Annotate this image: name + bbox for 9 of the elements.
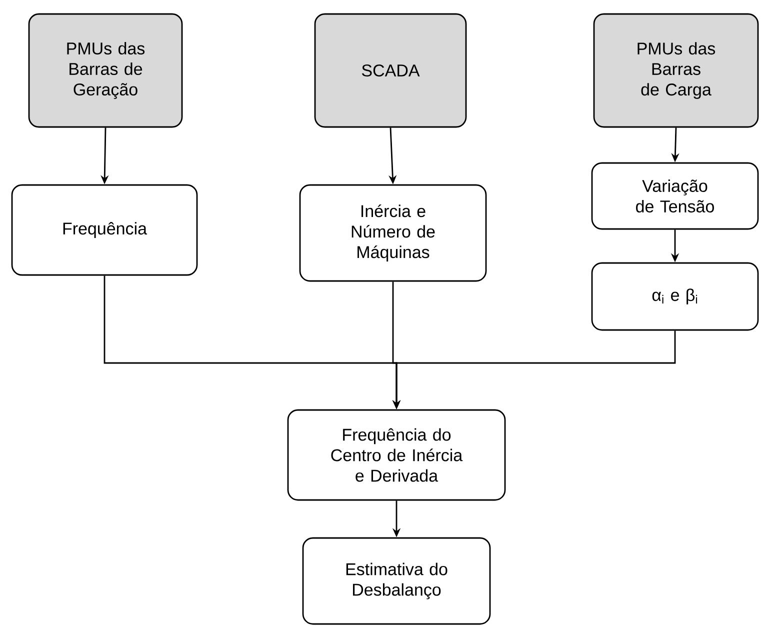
process-box: Estimativa do Desbalanço (302, 537, 491, 625)
process-box: Variação de Tensão (591, 162, 759, 230)
process-box: α$_{i}$ e β$_{i}$ (591, 262, 759, 331)
process-box: Inércia e Número de Máquinas (299, 184, 487, 282)
process-box: Frequência (11, 184, 198, 276)
process-box: PMUs das Barras de Carga (593, 13, 759, 128)
process-box: PMUs das Barras de Geração (28, 13, 183, 128)
process-box: SCADA (314, 13, 467, 128)
process-box: Frequência do Centro de Inércia e Derivada (287, 409, 506, 501)
